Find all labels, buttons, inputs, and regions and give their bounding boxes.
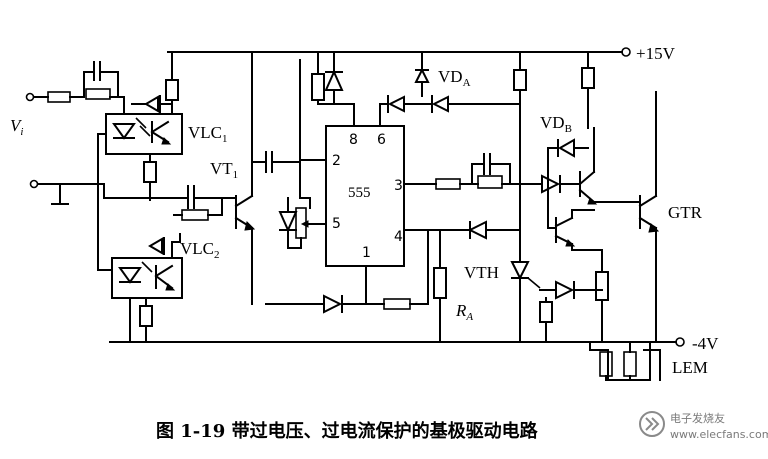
label-lem: LEM bbox=[672, 358, 708, 377]
figure-caption: 图 1-19 带过电压、过电流保护的基极驱动电路 bbox=[156, 420, 539, 442]
label-vlc2: VLC2 bbox=[180, 239, 220, 261]
resistor-r2 bbox=[143, 153, 157, 201]
overcurrent-branch bbox=[403, 220, 603, 343]
pin-label-4: 4 bbox=[394, 229, 403, 245]
positive-rail bbox=[167, 47, 631, 57]
pin3-network bbox=[403, 153, 581, 194]
lem-sense bbox=[589, 341, 661, 381]
watermark-title: 电子发烧友 bbox=[670, 411, 725, 425]
diode-pair-top bbox=[311, 51, 344, 105]
diode-vlc1 bbox=[131, 95, 173, 113]
resistor-r4 bbox=[139, 297, 153, 343]
zener-diode bbox=[278, 197, 301, 249]
label-supply-negative: -4V bbox=[692, 334, 719, 353]
pin-label-6: 6 bbox=[377, 132, 386, 148]
timer-label: 555 bbox=[348, 185, 371, 201]
resistor-r7 bbox=[595, 269, 609, 343]
capacitor-c2 bbox=[251, 151, 327, 173]
resistor-r3 bbox=[181, 209, 209, 221]
label-input: Vi bbox=[10, 116, 23, 138]
watermark-url: www.elecfans.com bbox=[670, 428, 768, 441]
label-vt1: VT1 bbox=[210, 159, 238, 181]
label-vth: VTH bbox=[464, 263, 499, 282]
transistor-driver bbox=[554, 127, 641, 271]
timer-555: 8 6 2 3 5 4 1 555 bbox=[325, 103, 405, 305]
label-vlc1: VLC1 bbox=[188, 123, 228, 145]
feedback-path bbox=[265, 229, 429, 314]
input-network bbox=[25, 61, 125, 205]
label-vda: VDA bbox=[438, 67, 471, 89]
pin-label-3: 3 bbox=[394, 178, 403, 194]
negative-rail bbox=[109, 337, 685, 347]
transistor-vt1 bbox=[234, 51, 256, 305]
optocoupler-vlc1 bbox=[97, 113, 183, 271]
pin-label-1: 1 bbox=[362, 245, 371, 261]
label-ra: RA bbox=[455, 301, 473, 323]
pin-label-5: 5 bbox=[332, 216, 341, 232]
label-vdb: VDB bbox=[540, 113, 572, 135]
diode-vda bbox=[379, 51, 521, 129]
transistor-gtr bbox=[638, 91, 660, 343]
diode-vlc2 bbox=[148, 237, 165, 255]
pin-label-2: 2 bbox=[332, 153, 341, 169]
optocoupler-vlc2 bbox=[97, 233, 183, 343]
resistor-r5 bbox=[513, 51, 527, 105]
label-gtr: GTR bbox=[668, 203, 703, 222]
wire-vt1-base bbox=[103, 183, 189, 199]
pin-label-8: 8 bbox=[349, 132, 358, 148]
resistor-r6 bbox=[519, 51, 595, 241]
watermark-logo: 电子发烧友 www.elecfans.com bbox=[639, 411, 768, 441]
label-supply-positive: +15V bbox=[636, 44, 676, 63]
diode-vdb bbox=[547, 138, 589, 229]
potentiometer bbox=[295, 197, 327, 249]
resistor-r1 bbox=[165, 51, 179, 115]
